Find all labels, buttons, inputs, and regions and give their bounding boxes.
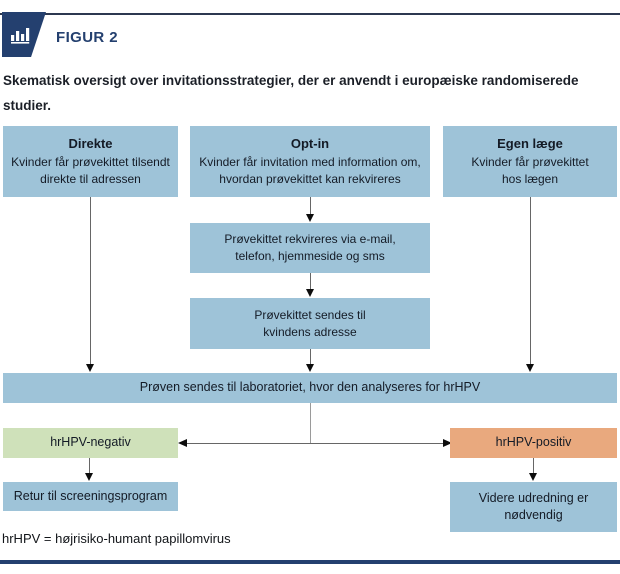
outcome-label: Retur til screeningsprogram [13, 488, 168, 503]
arrow-head-egen-laege-to-lab [525, 364, 534, 372]
footnote: hrHPV = højrisiko-humant papillomvirus [2, 531, 231, 546]
arrow-line-direkte-to-lab [90, 197, 91, 365]
result-box-positiv: hrHPV-positiv [450, 428, 617, 458]
lab-body: Prøven sendes til laboratoriet, hvor den… [139, 380, 481, 395]
step-box-rekvireres: Prøvekittet rekvireres via e-mail, telef… [190, 223, 430, 273]
strategy-body: Kvinder får prøvekittet hos lægen [471, 155, 589, 186]
strategy-box-egen-laege: Egen læge Kvinder får prøvekittet hos læ… [443, 126, 617, 197]
strategy-title: Opt-in [290, 136, 330, 152]
outcome-box-positiv: Videre udredning er nødvendig [450, 482, 617, 532]
strategy-body: Kvinder får prøvekittet tilsendt direkte… [11, 155, 170, 186]
bar-chart-icon [11, 27, 30, 44]
arrow-head-optin-to-step1 [305, 214, 314, 222]
strategy-box-opt-in: Opt-in Kvinder får invitation med inform… [190, 126, 430, 197]
arrow-head-to-negativ [178, 438, 187, 447]
arrow-head-positiv-to-outcome [528, 473, 537, 481]
arrow-line-negativ-to-outcome [89, 458, 90, 474]
figure-caption: Skematisk oversigt over invitationsstrat… [3, 73, 579, 113]
strategy-body: Kvinder får invitation med information o… [199, 155, 421, 186]
figure-badge [2, 12, 46, 57]
lab-box: Prøven sendes til laboratoriet, hvor den… [3, 373, 617, 403]
bottom-rule [0, 560, 620, 564]
split-drop-line [310, 403, 311, 443]
step-body: Prøvekittet sendes til kvindens adresse [254, 307, 366, 339]
strategy-title: Egen læge [497, 136, 563, 152]
step-body: Prøvekittet rekvireres via e-mail, telef… [224, 232, 396, 263]
header-top-rule [0, 13, 620, 15]
outcome-box-negativ: Retur til screeningsprogram [3, 482, 178, 511]
strategy-box-direkte: Direkte Kvinder får prøvekittet tilsendt… [3, 126, 178, 197]
figure-label: FIGUR 2 [56, 29, 118, 46]
strategy-title: Direkte [68, 136, 113, 152]
arrow-head-to-positiv [443, 438, 452, 447]
arrow-head-negativ-to-outcome [84, 473, 93, 481]
arrow-head-step1-to-step2 [305, 289, 314, 297]
step-box-sendes: Prøvekittet sendes til kvindens adresse [190, 298, 430, 349]
arrow-head-direkte-to-lab [85, 364, 94, 372]
arrow-line-positiv-to-outcome [533, 458, 534, 474]
arrow-line-step2-to-lab [310, 349, 311, 365]
result-label: hrHPV-negativ [50, 435, 131, 450]
arrow-line-optin-to-step1 [310, 197, 311, 215]
outcome-label: Videre udredning er nødvendig [478, 490, 589, 522]
result-label: hrHPV-positiv [495, 435, 572, 450]
arrow-head-step2-to-lab [305, 364, 314, 372]
split-horizontal-line [187, 443, 443, 444]
arrow-line-step1-to-step2 [310, 273, 311, 290]
result-box-negativ: hrHPV-negativ [3, 428, 178, 458]
arrow-line-egen-laege-to-lab [530, 197, 531, 365]
